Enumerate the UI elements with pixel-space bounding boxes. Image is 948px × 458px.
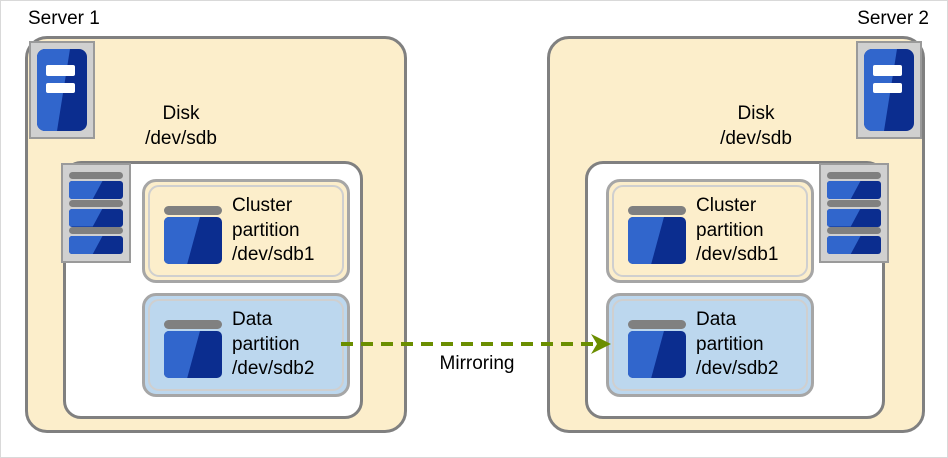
partition-text: Cluster partition /dev/sdb1 xyxy=(232,194,314,268)
server-chassis xyxy=(864,49,914,131)
partition-device: /dev/sdb2 xyxy=(232,358,315,380)
partition-icon xyxy=(164,312,222,378)
server-icon xyxy=(29,41,95,139)
partition-icon xyxy=(628,312,686,378)
disk-platter-icon xyxy=(69,227,123,254)
server-2-label: Server 2 xyxy=(857,8,929,29)
partition-icon xyxy=(164,198,222,264)
server-slot-icon xyxy=(46,65,75,77)
server-slot-icon xyxy=(46,82,75,94)
partition-name: Cluster xyxy=(696,194,757,216)
partition-type: partition xyxy=(696,219,764,241)
disk-platter-icon xyxy=(827,199,881,227)
partition-device: /dev/sdb1 xyxy=(696,244,779,266)
mirroring-label: Mirroring xyxy=(439,353,515,374)
partition-text: Data partition /dev/sdb2 xyxy=(232,308,314,382)
partition-text: Data partition /dev/sdb2 xyxy=(696,308,778,382)
disk-icon xyxy=(819,163,889,263)
server-2-disk-caption: Disk /dev/sdb xyxy=(701,101,811,151)
partition-text: Cluster partition /dev/sdb1 xyxy=(696,194,778,268)
server-1-disk-caption: Disk /dev/sdb xyxy=(126,101,236,151)
server-2-data-partition: Data partition /dev/sdb2 xyxy=(606,293,814,397)
partition-name: Data xyxy=(232,308,273,330)
partition-name: Cluster xyxy=(232,194,293,216)
server-1-data-partition: Data partition /dev/sdb2 xyxy=(142,293,350,397)
disk-icon xyxy=(61,163,131,263)
server-2-disk-title: Disk xyxy=(737,103,775,124)
arrow-right-icon xyxy=(341,334,611,354)
partition-type: partition xyxy=(696,333,764,355)
partition-type: partition xyxy=(232,333,300,355)
disk-platter-icon xyxy=(827,227,881,254)
server-icon xyxy=(856,41,922,139)
server-chassis xyxy=(37,49,87,131)
arrow-head-icon xyxy=(591,334,611,354)
partition-type: partition xyxy=(232,219,300,241)
partition-device: /dev/sdb1 xyxy=(232,244,315,266)
server-2-cluster-partition: Cluster partition /dev/sdb1 xyxy=(606,179,814,283)
server-1-disk-device: /dev/sdb xyxy=(145,128,217,150)
partition-icon xyxy=(628,198,686,264)
server-slot-icon xyxy=(873,65,902,77)
partition-name: Data xyxy=(696,308,737,330)
server-slot-icon xyxy=(873,82,902,94)
server-1-label: Server 1 xyxy=(28,8,100,29)
server-1-cluster-partition: Cluster partition /dev/sdb1 xyxy=(142,179,350,283)
server-1-disk-title: Disk xyxy=(162,103,200,124)
server-2-disk-device: /dev/sdb xyxy=(720,128,792,150)
partition-device: /dev/sdb2 xyxy=(696,358,779,380)
disk-platter-icon xyxy=(69,172,123,199)
disk-platter-icon xyxy=(69,199,123,227)
disk-platter-icon xyxy=(827,172,881,199)
